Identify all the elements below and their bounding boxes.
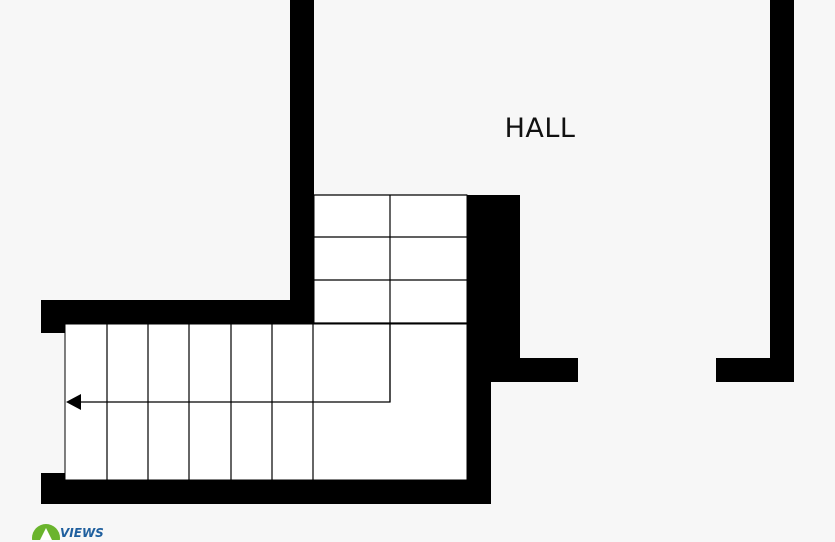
pillar-wall <box>467 195 520 382</box>
logo-icon <box>32 524 60 540</box>
brand-logo-text: VIEWS <box>60 526 104 540</box>
hall-room-label: HALL <box>504 113 576 144</box>
hall-doorway <box>578 358 716 382</box>
stair-bottom-wall <box>41 480 491 504</box>
hall-left-wall <box>290 0 314 324</box>
hall-right-wall <box>770 0 794 382</box>
stair-left-wall-top <box>41 300 65 333</box>
stair-direction-line <box>80 324 391 403</box>
arrow-left-icon <box>66 394 81 410</box>
stair-left-opening <box>41 333 65 473</box>
stair-top-wall <box>41 300 314 324</box>
brand-logo: VIEWS <box>30 520 130 542</box>
hall-bottom-wall-right <box>716 358 794 382</box>
upper-flight-treads <box>314 194 467 402</box>
